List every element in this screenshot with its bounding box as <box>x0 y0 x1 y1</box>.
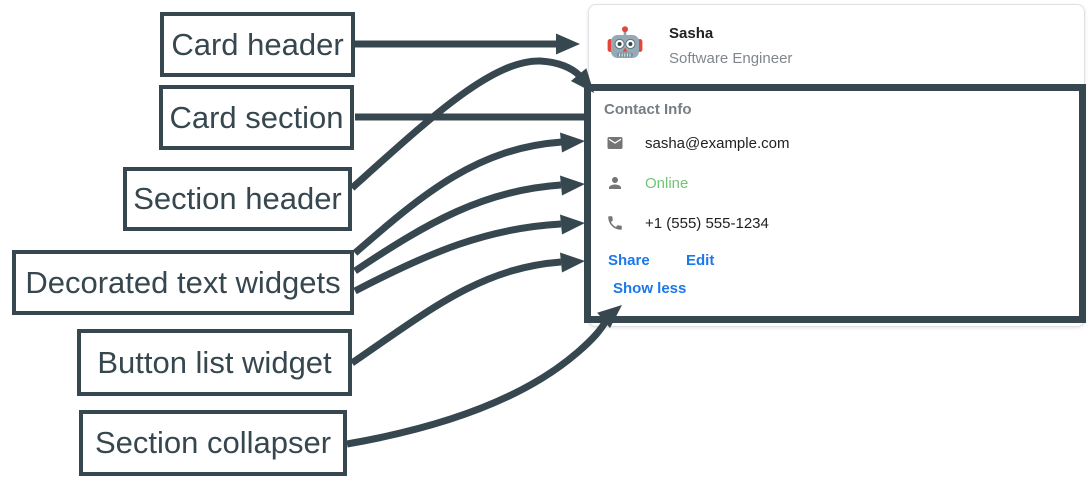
person-icon <box>609 177 621 189</box>
edit-button[interactable]: Edit <box>686 252 715 269</box>
arrow-button-list <box>350 258 562 366</box>
decorated-text-status: Online <box>606 173 688 193</box>
arrowhead-decorated-3 <box>560 214 585 235</box>
annotation-card-section-label: Card section <box>169 99 344 135</box>
arrow-decorated-2 <box>353 181 562 274</box>
email-text: sasha@example.com <box>645 134 790 152</box>
annotation-section-collapser-label: Section collapser <box>94 425 332 460</box>
annotation-button-list-widget-label: Button list widget <box>97 344 332 380</box>
contact-title: Software Engineer <box>669 50 793 67</box>
contact-name: Sasha <box>669 25 714 42</box>
card-header: Sasha Software Engineer <box>589 5 1084 85</box>
phone-text: +1 (555) 555-1234 <box>645 214 769 232</box>
annotation-card-header: Card header <box>160 12 355 77</box>
annotation-section-header-label: Section header <box>133 181 342 216</box>
arrowhead-card-header <box>556 33 580 55</box>
phone-icon <box>608 216 622 230</box>
annotation-card-header-label: Card header <box>171 26 344 62</box>
annotation-decorated-text-widgets: Decorated text widgets <box>12 250 354 315</box>
section-header: Contact Info <box>604 101 692 118</box>
annotation-section-collapser: Section collapser <box>79 410 347 476</box>
contact-card: Sasha Software Engineer <box>588 4 1085 327</box>
decorated-text-phone: +1 (555) 555-1234 <box>606 213 769 233</box>
share-button[interactable]: Share <box>608 252 650 269</box>
show-less-button[interactable]: Show less <box>613 280 687 297</box>
decorated-text-email: sasha@example.com <box>606 133 789 153</box>
annotation-decorated-text-widgets-label: Decorated text widgets <box>25 264 341 300</box>
annotation-section-header: Section header <box>123 167 352 231</box>
annotation-card-section: Card section <box>159 85 354 150</box>
annotation-button-list-widget: Button list widget <box>77 329 352 396</box>
robot-avatar-icon <box>607 26 643 58</box>
card-section: Contact Info sasha@example.com Online +1… <box>591 91 1079 315</box>
email-icon <box>607 137 623 149</box>
arrowhead-decorated-1 <box>560 132 585 153</box>
arrow-decorated-3 <box>353 220 562 295</box>
arrow-section-header <box>349 57 583 191</box>
arrowhead-button-list <box>560 252 585 273</box>
arrow-decorated-1 <box>352 138 563 256</box>
arrow-section-collapser <box>346 317 611 448</box>
arrowhead-decorated-2 <box>560 175 585 196</box>
status-text: Online <box>645 174 689 192</box>
